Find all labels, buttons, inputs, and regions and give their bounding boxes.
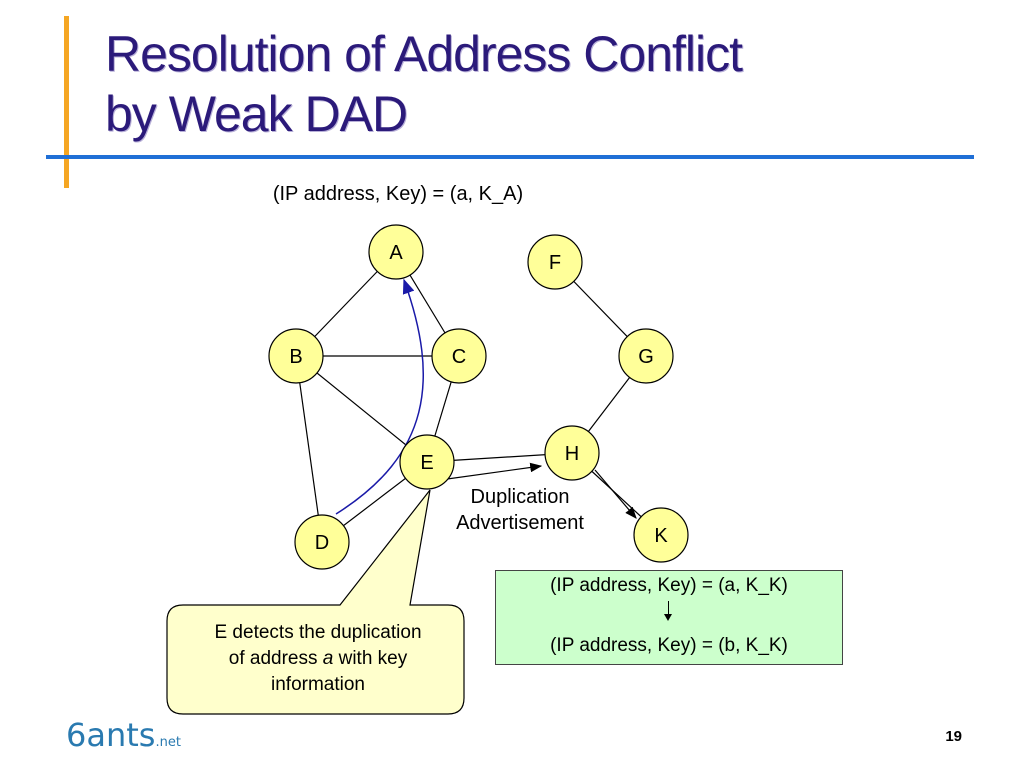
title-line-1: Resolution of Address Conflict <box>105 26 743 82</box>
node-f-label: F <box>549 252 561 274</box>
edge-b-e <box>295 355 428 463</box>
node-k-label: K <box>654 525 668 547</box>
callout-line-2-post: with key <box>333 648 408 669</box>
node-e: E <box>399 434 455 490</box>
node-a: A <box>368 224 424 280</box>
key-change-box: (IP address, Key) = (a, K_K) (IP address… <box>495 570 843 665</box>
title-line-2: by Weak DAD <box>105 86 408 142</box>
node-d-label: D <box>315 532 329 554</box>
callout-line-2-pre: of address <box>228 648 323 669</box>
route-arrow-d-to-a <box>335 278 425 515</box>
title-rule <box>46 155 974 159</box>
key-after: (IP address, Key) = (b, K_K) <box>550 635 788 656</box>
node-b: B <box>268 328 324 384</box>
edge-b-d <box>295 355 323 543</box>
logo: 6ants.net <box>66 716 181 754</box>
node-d: D <box>294 514 350 570</box>
down-arrow-icon <box>664 601 672 621</box>
callout-line-3: information <box>271 674 365 695</box>
logo-main: 6ants <box>66 716 156 754</box>
node-g-label: G <box>638 346 654 368</box>
dup-arrow-to-k <box>594 469 637 519</box>
page-number: 19 <box>945 728 962 745</box>
top-key-label: (IP address, Key) = (a, K_A) <box>273 183 523 205</box>
node-b-label: B <box>289 346 302 368</box>
node-f: F <box>527 234 583 290</box>
node-k: K <box>633 507 689 563</box>
node-h: H <box>544 425 600 481</box>
slide-title: Resolution of Address Conflict by Weak D… <box>105 24 743 144</box>
node-c: C <box>431 328 487 384</box>
node-h-label: H <box>565 443 579 465</box>
callout-address-a: a <box>322 648 334 669</box>
callout-line-1: E detects the duplication <box>214 622 422 643</box>
node-g: G <box>618 328 674 384</box>
key-before: (IP address, Key) = (a, K_K) <box>550 575 788 596</box>
node-c-label: C <box>452 346 466 368</box>
dup-arrow-to-e <box>439 462 543 481</box>
node-a-label: A <box>389 242 403 264</box>
dup-label-line-2: Advertisement <box>456 512 584 534</box>
callout-bubble <box>166 489 465 715</box>
accent-bar <box>64 16 69 188</box>
callout-line-2: of address a with key <box>178 646 458 672</box>
node-e-label: E <box>420 452 433 474</box>
dup-label-line-1: Duplication <box>471 486 570 508</box>
logo-suffix: .net <box>155 735 181 750</box>
callout-text: E detects the duplication of address a w… <box>178 620 458 698</box>
